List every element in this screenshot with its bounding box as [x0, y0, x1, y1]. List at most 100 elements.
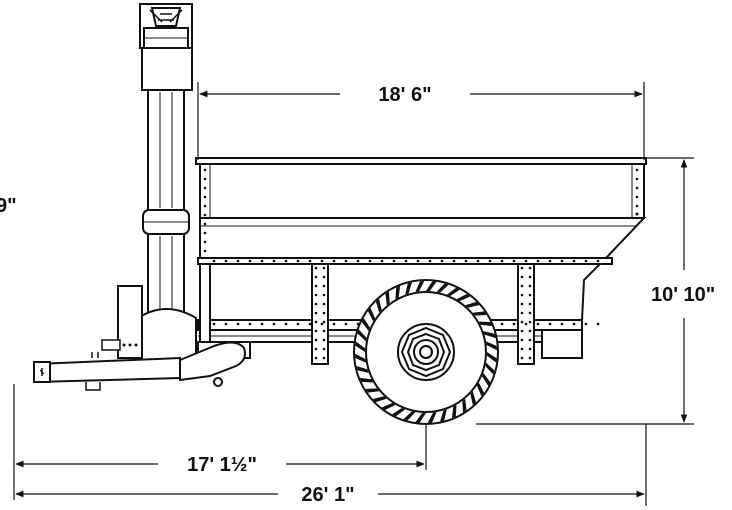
hopper-lower-body	[199, 217, 647, 259]
tire-tread-lug	[357, 329, 367, 342]
rivet	[520, 284, 524, 288]
rivet	[635, 186, 639, 190]
dim-label-top-length: 18' 6"	[378, 84, 431, 106]
rivet	[524, 322, 528, 326]
rivet	[203, 204, 207, 208]
dim-label-left-cut-off: 9"	[0, 195, 17, 217]
hopper-upper-box	[199, 163, 645, 219]
rivet	[520, 302, 524, 306]
tire-tread-lug	[355, 341, 366, 352]
hitch-tongue	[33, 341, 246, 391]
dimension-lines	[13, 82, 694, 506]
rivet	[428, 259, 432, 263]
rivet	[203, 240, 207, 244]
rivet	[536, 259, 540, 263]
rivet	[308, 259, 312, 263]
rivet	[272, 322, 276, 326]
rivet	[584, 259, 588, 263]
rivet	[322, 347, 326, 351]
rivet	[572, 322, 576, 326]
rivet	[322, 356, 326, 360]
rivet	[314, 347, 318, 351]
rivet	[500, 259, 504, 263]
rivet	[314, 284, 318, 288]
rivet	[512, 322, 516, 326]
tire-tread-lug	[361, 318, 371, 332]
rivet	[203, 249, 207, 253]
rivet	[488, 259, 492, 263]
rivet	[272, 259, 276, 263]
rivet	[314, 329, 318, 333]
rivet	[392, 259, 396, 263]
rivet	[536, 322, 540, 326]
tire-tread-lug	[462, 398, 467, 413]
tire-tread-lug	[436, 283, 449, 293]
rivet	[314, 293, 318, 297]
rivet	[314, 356, 318, 360]
rivet	[635, 212, 639, 216]
rivet	[452, 259, 456, 263]
rivet	[308, 322, 312, 326]
tire-tread-lug	[372, 396, 387, 403]
rivet	[260, 259, 264, 263]
rivet	[314, 275, 318, 279]
rivet	[322, 266, 326, 270]
rivet	[322, 320, 326, 324]
tire-tread-lug	[465, 301, 480, 308]
rivet	[528, 338, 532, 342]
rivet	[572, 259, 576, 263]
rivet	[322, 293, 326, 297]
tire-tread-lug	[415, 281, 425, 292]
tire-tread-lug	[456, 293, 471, 302]
rivet	[520, 320, 524, 324]
rivet	[520, 356, 524, 360]
tire-tread-lug	[392, 407, 406, 417]
rivet	[520, 338, 524, 342]
tire-tread-lug	[426, 281, 437, 292]
tire-tread-lug	[427, 412, 437, 423]
rivet	[368, 259, 372, 263]
rivet	[203, 213, 207, 217]
rivet	[380, 259, 384, 263]
hopper-brace	[311, 263, 329, 365]
rivet	[332, 322, 336, 326]
tire-tread-lug	[446, 287, 460, 297]
rivet	[322, 284, 326, 288]
hopper-rivets	[203, 168, 639, 360]
rivet	[314, 266, 318, 270]
rivet	[520, 311, 524, 315]
rivet	[596, 259, 600, 263]
tire-tread-lug	[375, 298, 382, 313]
rivet	[464, 259, 468, 263]
tire-tread-lug	[485, 362, 495, 375]
rivet	[296, 259, 300, 263]
rivet	[236, 322, 240, 326]
auger-gearbox	[117, 285, 143, 359]
rivet	[560, 259, 564, 263]
rivet	[322, 311, 326, 315]
tongue-gooseneck	[179, 341, 246, 382]
tire-tread-lug	[403, 411, 416, 421]
tire-tread-lug	[478, 321, 493, 327]
rivet	[528, 293, 532, 297]
hopper-top-rail	[195, 157, 647, 165]
rivet	[548, 259, 552, 263]
rivet	[528, 320, 532, 324]
tire-tread-lug	[451, 404, 457, 419]
hopper-brace	[517, 263, 535, 365]
rivet	[284, 322, 288, 326]
tire-tread-lug	[486, 341, 497, 351]
rivet	[416, 259, 420, 263]
rivet	[314, 320, 318, 324]
tire-tread-lug	[355, 353, 366, 363]
tire-tread-lug	[356, 366, 369, 373]
tire-tread-lug	[385, 291, 390, 306]
tire-tread-lug	[486, 352, 497, 363]
auger-upper-housing	[141, 47, 193, 91]
rivet	[520, 266, 524, 270]
rivet	[212, 322, 216, 326]
rivet	[284, 259, 288, 263]
tire-tread-lug	[470, 391, 477, 406]
rivet	[344, 322, 348, 326]
